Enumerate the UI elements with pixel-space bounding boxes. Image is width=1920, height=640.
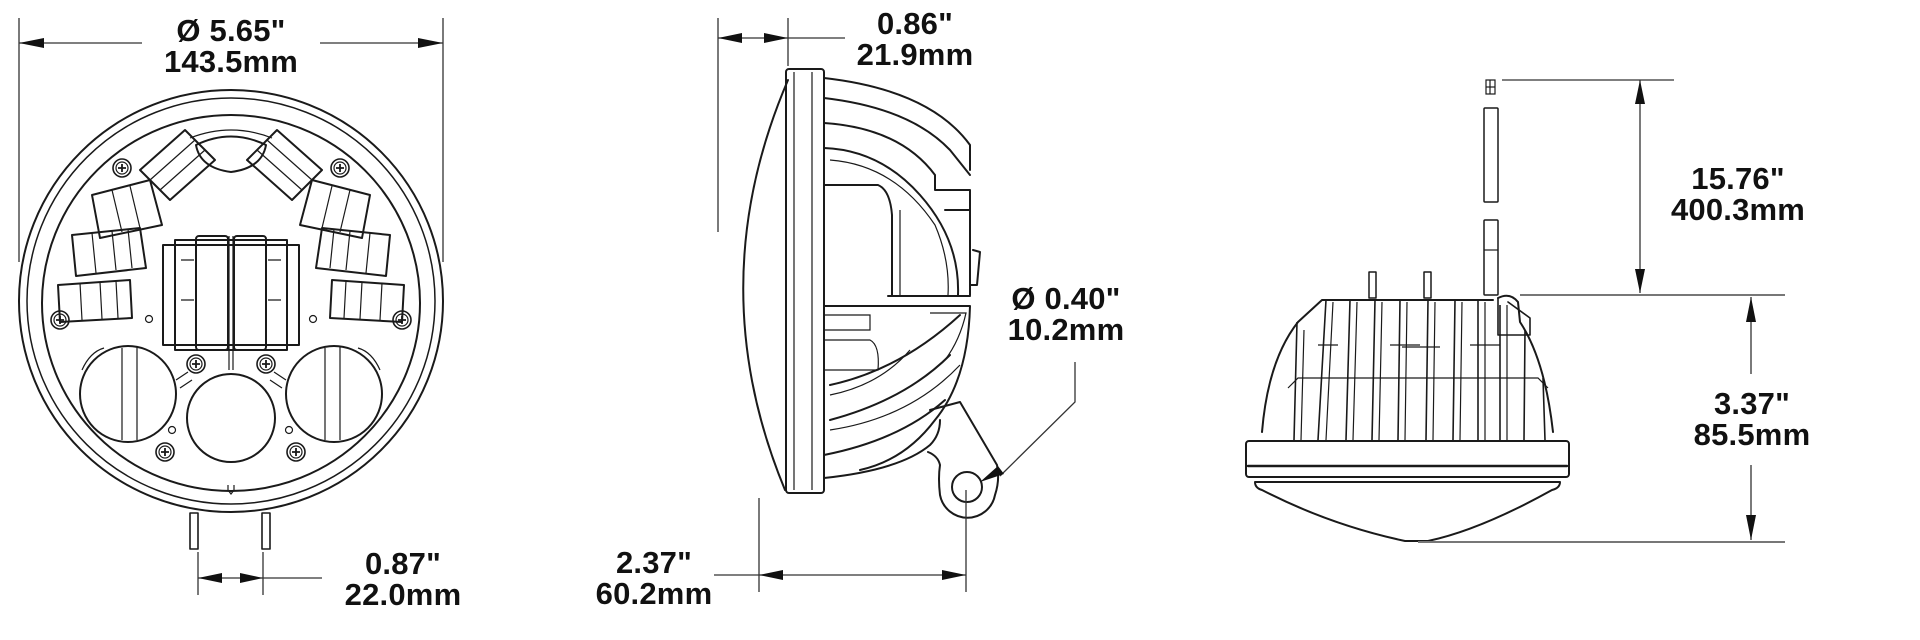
- dimension-value-metric: 60.2mm: [595, 576, 713, 611]
- center-led-block: [162, 235, 300, 370]
- dimension-value-imperial: 15.76": [1691, 161, 1785, 196]
- dimension-value-metric: 10.2mm: [1007, 312, 1125, 347]
- dimension-value-imperial: Ø 0.40": [1011, 281, 1121, 316]
- dimension-overall-diameter-lines: [18, 18, 444, 262]
- dimension-pin-spacing-lines: [197, 552, 322, 595]
- projector-lenses: [79, 345, 383, 463]
- dimension-value-imperial: 0.86": [876, 6, 954, 41]
- mount-bracket: [927, 401, 1000, 519]
- dimension-value-imperial: Ø 5.65": [176, 13, 286, 48]
- front-view: [18, 18, 444, 595]
- dimension-value-imperial: 3.37": [1713, 386, 1791, 421]
- side-view: [714, 18, 1076, 592]
- dimension-value-imperial: 2.37": [615, 545, 693, 580]
- dimension-label-overall-depth: 3.37" 85.5mm: [1694, 388, 1811, 450]
- dimension-value-imperial: 0.87": [364, 546, 442, 581]
- dimension-value-metric: 85.5mm: [1693, 417, 1811, 452]
- dimension-value-metric: 21.9mm: [856, 37, 974, 72]
- top-view: [1245, 79, 1785, 543]
- dimension-label-bezel-depth: 0.86" 21.9mm: [857, 8, 974, 70]
- dimension-label-wire-length: 15.76" 400.3mm: [1671, 163, 1805, 225]
- dimension-label-mount-offset: 2.37" 60.2mm: [596, 547, 713, 609]
- dimension-label-pin-spacing: 0.87" 22.0mm: [345, 548, 462, 610]
- connector-pins: [189, 512, 271, 550]
- dimension-wire-length-lines: [1502, 79, 1674, 293]
- dimension-label-mount-hole-diameter: Ø 0.40" 10.2mm: [1008, 283, 1125, 345]
- dimension-mount-hole-leader: [980, 362, 1076, 482]
- dimension-overall-depth-lines: [1418, 294, 1785, 543]
- wire-lead: [1483, 79, 1499, 296]
- dimension-bezel-depth-lines: [717, 18, 845, 232]
- heatsink-fins: [1287, 297, 1549, 441]
- dimension-label-overall-diameter: Ø 5.65" 143.5mm: [164, 15, 298, 77]
- dimension-value-metric: 400.3mm: [1670, 192, 1806, 227]
- screws: [50, 158, 412, 462]
- led-cluster-left: [57, 129, 216, 323]
- dimension-mount-offset-lines: [714, 490, 967, 592]
- dimension-value-metric: 22.0mm: [344, 577, 462, 612]
- dimension-value-metric: 143.5mm: [163, 44, 299, 79]
- led-cluster-right: [246, 129, 405, 323]
